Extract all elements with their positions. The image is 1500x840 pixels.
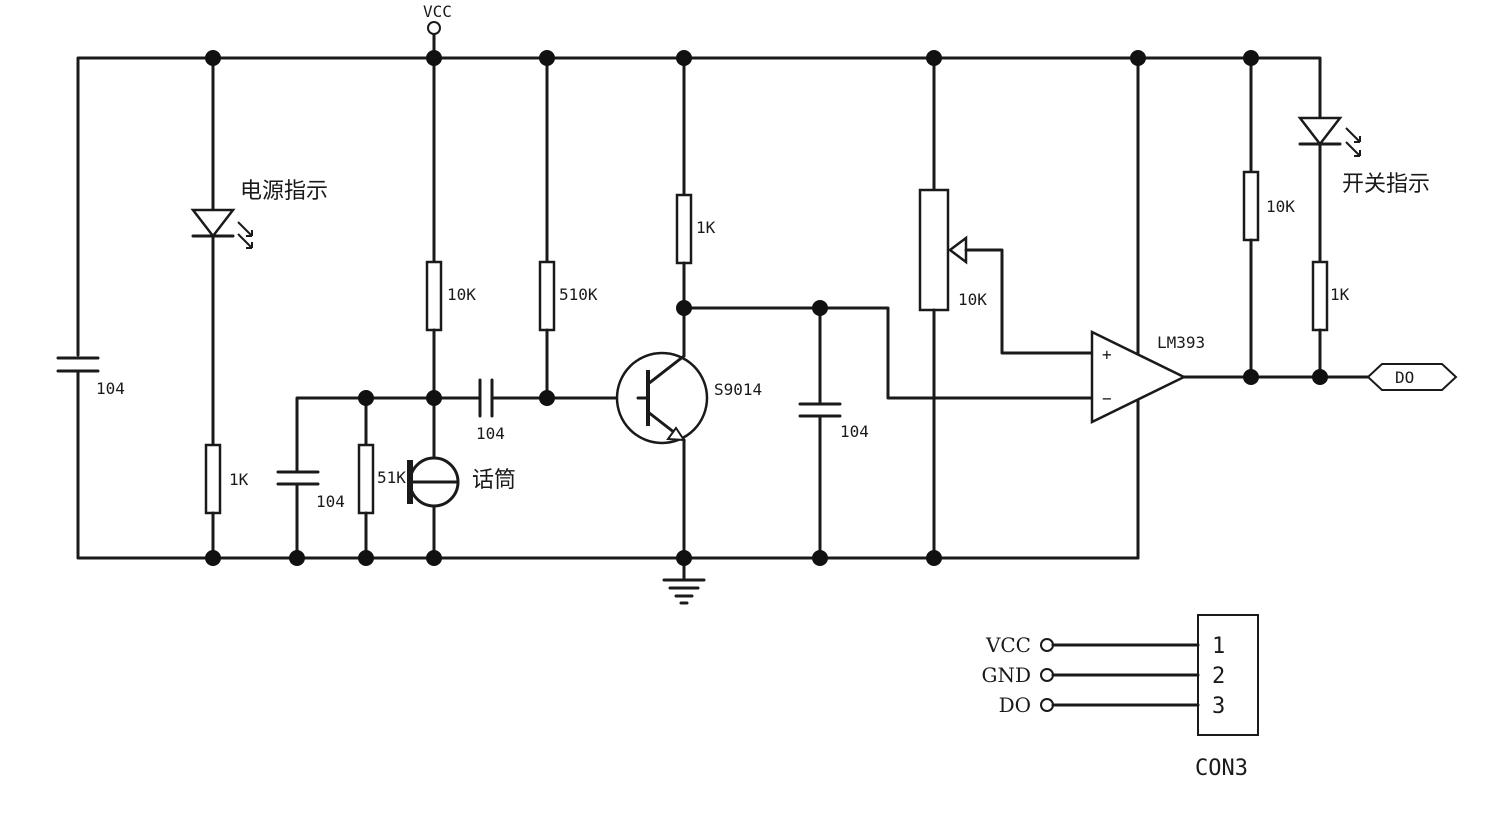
mic-label: 话筒: [472, 468, 516, 493]
do-output-port: [1366, 363, 1458, 391]
cap-mic-filter-label: 104: [316, 492, 345, 511]
connector-pin-label: GND: [981, 663, 1031, 687]
led-power: [190, 208, 236, 239]
resistor-10k-bias: [425, 260, 443, 332]
comparator-lm393: + − LM393: [1090, 56, 1205, 560]
connector-pin-label: VCC: [985, 633, 1031, 657]
comparator-minus-sign: −: [1102, 389, 1112, 408]
transistor-stage: 1K S9014: [615, 56, 762, 560]
transistor-label: S9014: [714, 380, 762, 399]
resistor-pullup-label: 10K: [1266, 197, 1295, 216]
resistor-switch-led: [1311, 260, 1329, 332]
potentiometer-10k: [918, 188, 950, 312]
cap-mid-label: 104: [840, 422, 869, 441]
potentiometer-branch: 10K: [918, 56, 1094, 560]
cap-coupling-label: 104: [476, 424, 505, 443]
connector-pin-number: 1: [1212, 634, 1225, 659]
vcc-terminal: VCC: [423, 2, 452, 60]
resistor-51k-label: 51K: [377, 468, 406, 487]
resistor-51k: [357, 443, 375, 515]
comparator-plus-sign: +: [1102, 345, 1112, 364]
microphone: [407, 456, 460, 508]
resistor-510k-label: 510K: [559, 285, 598, 304]
switch-indicator-label: 开关指示: [1342, 172, 1430, 197]
power-led-branch: 电源指示 1K: [190, 56, 328, 560]
vcc-rail: [76, 56, 1322, 357]
potentiometer-label: 10K: [958, 290, 987, 309]
connector-con3: VCC GND DO 1 2 3 CON3: [981, 614, 1259, 781]
resistor-collector-label: 1K: [696, 218, 716, 237]
junction-dots: [205, 50, 1328, 566]
transistor-s9014: [615, 351, 709, 445]
resistor-510k: [538, 260, 556, 332]
gnd-rail: [76, 378, 1140, 560]
capacitor-decoupling: 104: [56, 356, 125, 398]
output-stage: 10K 开关指示 1K DO: [1182, 56, 1458, 391]
cap-decoupling-label: 104: [96, 379, 125, 398]
resistor-switch-led-label: 1K: [1330, 285, 1350, 304]
power-indicator-label: 电源指示: [240, 179, 328, 204]
resistor-pullup: [1242, 170, 1260, 242]
connector-pin-label: DO: [999, 693, 1031, 717]
resistor-10k-bias-label: 10K: [447, 285, 476, 304]
wiper-arrow: [947, 235, 968, 265]
resistor-power-led: [204, 443, 222, 515]
mic-bias-network: 104 51K 10K 话筒 104 510K: [276, 56, 640, 560]
led-switch: [1297, 116, 1343, 147]
connector-pin-number: 3: [1212, 694, 1225, 719]
resistor-power-led-label: 1K: [229, 470, 249, 489]
do-output-label: DO: [1395, 368, 1414, 387]
connector-name: CON3: [1195, 756, 1248, 781]
resistor-collector: [675, 193, 693, 265]
vcc-label: VCC: [423, 2, 452, 21]
connector-pin-number: 2: [1212, 664, 1225, 689]
collector-net: 104: [682, 306, 1094, 560]
comparator-label: LM393: [1157, 333, 1205, 352]
